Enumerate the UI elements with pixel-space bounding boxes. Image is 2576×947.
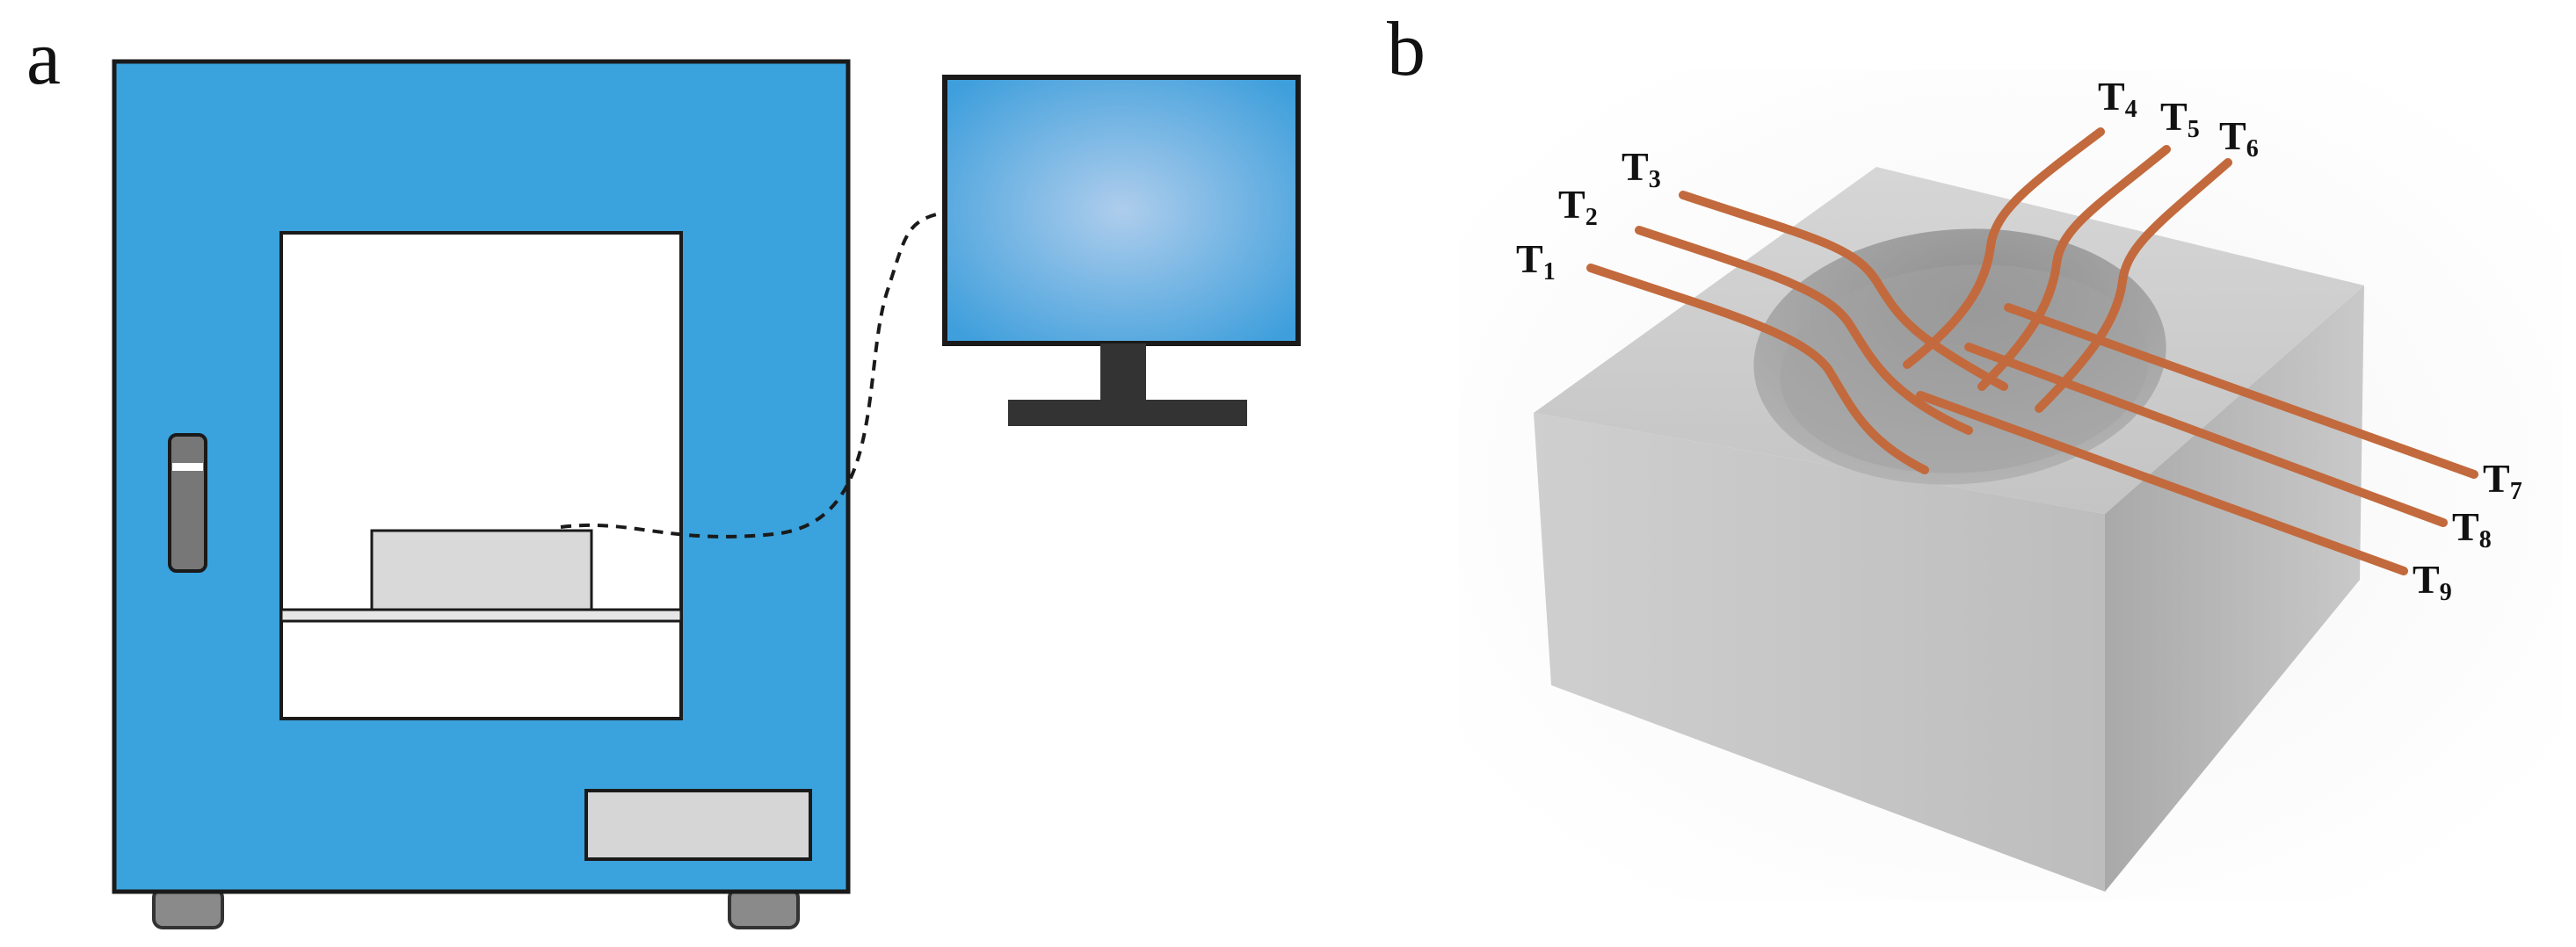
sample-block [370,529,593,611]
wire-t7 [2004,303,2478,479]
oven-shelf [279,608,683,623]
oven-icon [112,59,851,929]
wire-t9 [1916,391,2408,575]
panel-letter-b: b [1387,7,1426,92]
label-t9: T9 [2413,557,2452,606]
block-right-face [2105,286,2364,892]
block-front-face [1534,413,2105,892]
label-t4: T4 [2098,74,2137,123]
thermocouple-labels: T1 T2 T3 T4 T5 T6 T7 T8 T9 [1516,74,2522,606]
monitor-base [1008,400,1247,426]
label-t2: T2 [1558,182,1598,231]
oven-control-panel [584,789,812,861]
label-t6: T6 [2219,113,2259,163]
label-t7: T7 [2483,456,2522,505]
monitor-neck [1100,343,1146,401]
label-t8: T8 [2452,504,2492,553]
oven-foot-right [728,887,800,929]
wire-t1 [1586,264,1929,474]
wire-t8 [1964,343,2448,527]
monitor-screen [942,75,1301,346]
monitor-icon [942,75,1301,426]
panel-letter-a: a [26,16,61,101]
thermocouple-wires [1586,127,2478,575]
label-t5: T5 [2160,94,2200,143]
wire-t5 [1977,145,2171,391]
handle-icon [168,433,207,573]
wire-t4 [1903,127,2105,369]
data-cable [560,211,946,539]
label-t1: T1 [1516,236,1556,286]
wire-t6 [2035,158,2232,413]
oven-foot-left [152,887,224,929]
panel-a: a [26,16,1301,929]
label-t3: T3 [1622,144,1661,193]
panel-b: b T1 T2 [1387,7,2562,900]
wire-t2 [1635,226,1973,435]
oven-chamber-window [279,231,683,720]
